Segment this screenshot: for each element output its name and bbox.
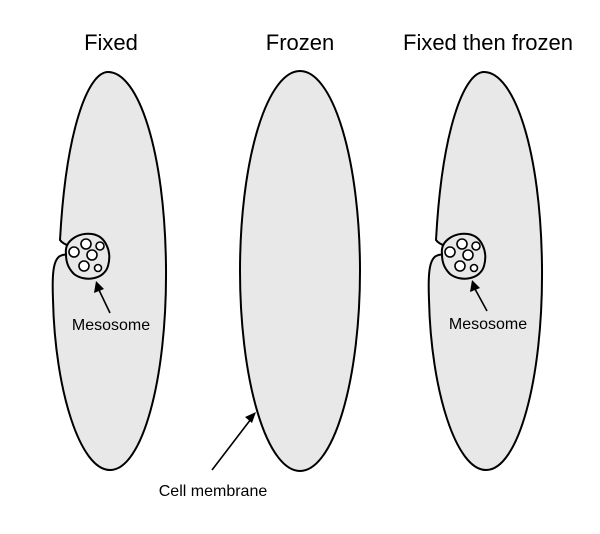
fixed-then-frozen-mesosome-vesicle bbox=[462, 249, 474, 261]
fixed-mesosome-vesicle bbox=[86, 249, 98, 261]
fixed-mesosome-arrowhead bbox=[94, 281, 104, 293]
fixed-mesosome-vesicle bbox=[93, 263, 103, 273]
panel-title-fixed-then-frozen: Fixed then frozen bbox=[403, 30, 573, 55]
frozen-cell-body bbox=[239, 70, 361, 472]
fixed-mesosome-vesicle bbox=[80, 238, 92, 250]
panel-fixed-then-frozen: Fixed then frozen Mesosome bbox=[403, 30, 573, 472]
panel-title-frozen: Frozen bbox=[266, 30, 334, 55]
cell-membrane-pointer bbox=[211, 418, 252, 471]
fixed-cell-body bbox=[51, 70, 168, 472]
fixed-then-frozen-cell-body bbox=[427, 70, 544, 472]
fixed-then-frozen-mesosome-pointer bbox=[474, 288, 488, 312]
fixed-mesosome-pointer bbox=[98, 289, 111, 314]
cell-membrane-callout: Cell membrane bbox=[159, 412, 268, 500]
fixed-then-frozen-mesosome-vesicle bbox=[469, 263, 479, 273]
panel-fixed: Fixed Mesosome bbox=[51, 30, 168, 472]
fixed-then-frozen-mesosome-arrowhead bbox=[470, 280, 480, 292]
fixed-mesosome-label: Mesosome bbox=[72, 317, 150, 334]
fixed-mesosome-vesicle bbox=[78, 260, 90, 272]
fixed-mesosome-vesicle bbox=[68, 246, 80, 258]
fixed-then-frozen-mesosome-label: Mesosome bbox=[449, 316, 527, 333]
panel-frozen: Frozen bbox=[239, 30, 361, 472]
fixed-then-frozen-mesosome-vesicle bbox=[456, 238, 468, 250]
fixed-then-frozen-mesosome-vesicle bbox=[454, 260, 466, 272]
cell-membrane-label: Cell membrane bbox=[159, 483, 268, 500]
cell-membrane-arrowhead bbox=[245, 412, 256, 423]
fixed-then-frozen-mesosome-vesicle bbox=[471, 241, 481, 251]
fixed-mesosome-vesicle bbox=[95, 241, 105, 251]
panel-title-fixed: Fixed bbox=[84, 30, 138, 55]
fixed-then-frozen-mesosome-vesicle bbox=[444, 246, 456, 258]
